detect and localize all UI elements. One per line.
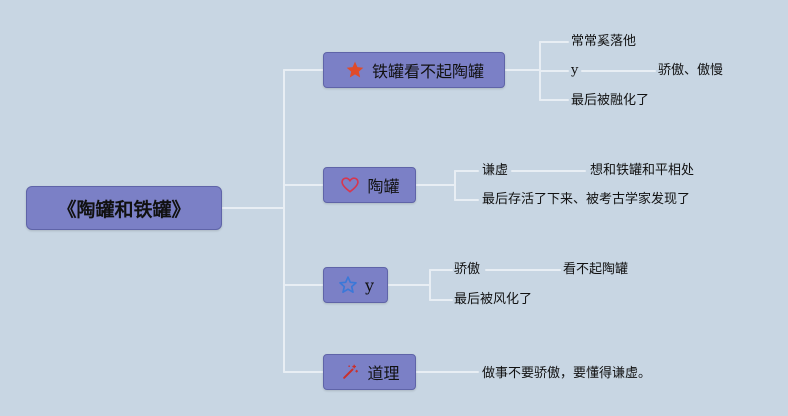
leaf-item: 最后被风化了 [454,292,533,307]
connector-b2-trunk [415,170,456,201]
branch-label: y [364,275,375,295]
branch-node-clay-pot[interactable]: 陶罐 [323,167,416,203]
branch-label: 道理 [367,364,400,383]
leaf-item: 骄傲、傲慢 [658,63,724,78]
leaf-item: 做事不要骄傲，要懂得谦虚。 [482,366,652,381]
leaf-item: 谦虚 [482,163,509,178]
leaf-item: y [571,63,579,78]
leaf-item: 最后存活了下来、被考古学家发现了 [482,192,691,207]
leaf-item: 看不起陶罐 [563,262,629,277]
leaf-item: 常常奚落他 [571,34,637,49]
leaf-item: 骄傲 [454,262,481,277]
heart-icon [339,174,361,196]
connector-b3-trunk [387,269,431,301]
branch-node-iron-pot[interactable]: 铁罐看不起陶罐 [323,52,505,88]
branch-label: 铁罐看不起陶罐 [371,62,484,81]
star-outline-icon [337,274,359,296]
branch-label: 陶罐 [367,177,400,196]
branch-node-moral[interactable]: 道理 [323,354,416,390]
connector-b1-trunk [504,41,541,101]
leaf-item: 想和铁罐和平相处 [590,163,695,178]
root-label: 《陶罐和铁罐》 [57,198,191,221]
root-node[interactable]: 《陶罐和铁罐》 [26,186,222,230]
star-icon [344,59,366,81]
branch-node-y[interactable]: y [323,267,388,303]
leaf-item: 最后被融化了 [571,93,650,108]
magic-wand-icon [339,361,361,383]
